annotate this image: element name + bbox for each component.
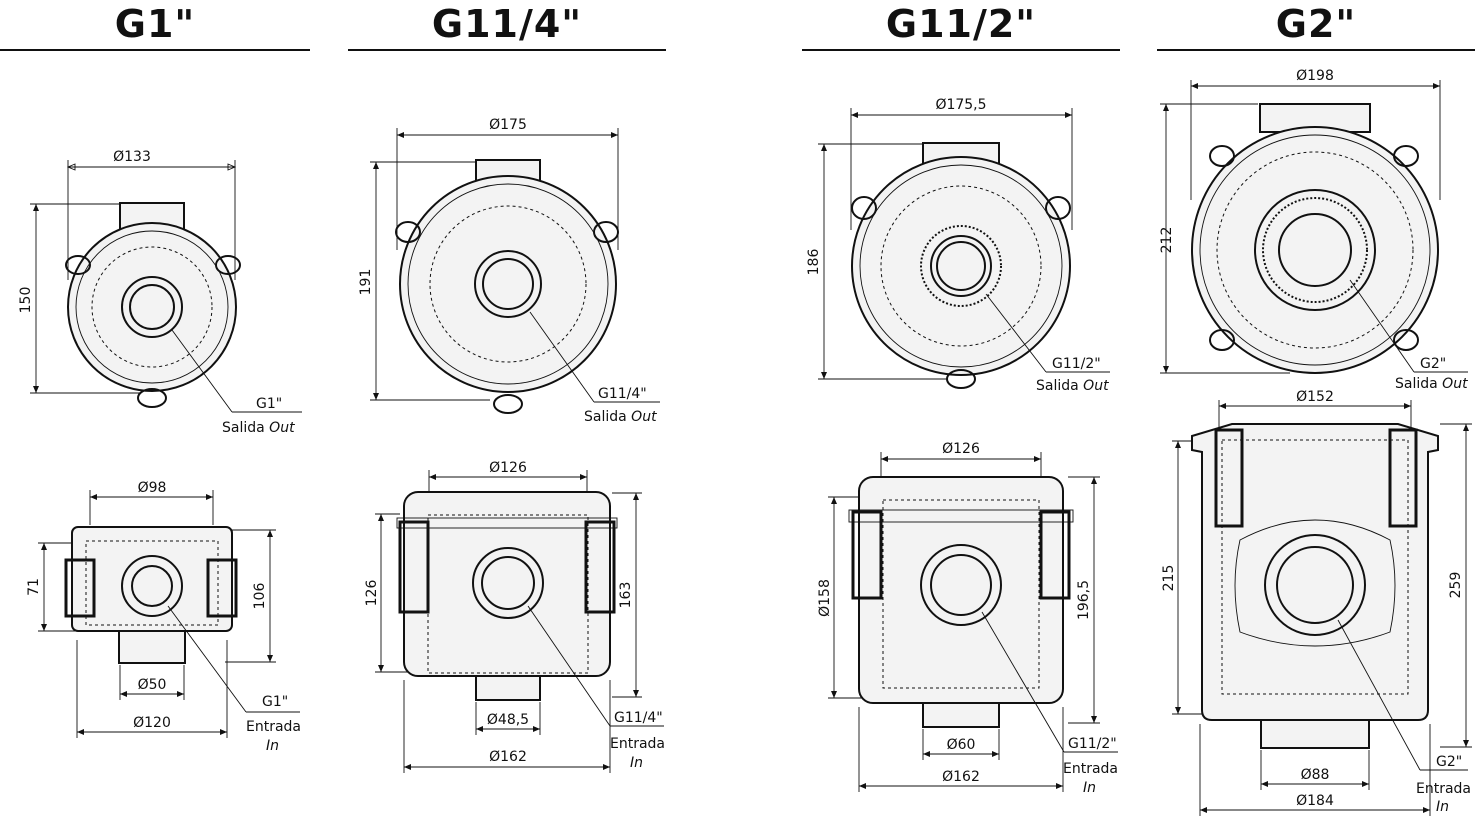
model-title: G11/2" [885,2,1037,46]
dim-diameter: Ø133 [113,149,151,165]
dim-outlet-diameter: Ø50 [138,677,167,693]
dim-right-height: 106 [252,583,268,610]
port-role: Salida Out [222,420,295,436]
model-title: G11/4" [431,2,583,46]
dim-height: 150 [18,287,34,314]
title-underline [1157,49,1475,51]
title-underline [0,49,310,51]
dim-left-height: 71 [26,578,42,596]
port-role-en: In [266,738,279,754]
model-g1-1-2: G11/2" [802,0,1122,828]
dim-base-diameter: Ø120 [133,715,171,731]
model-title: G2" [1275,2,1357,46]
port-size: G1" [256,396,282,412]
model-title: G1" [114,2,196,46]
port-size: G1" [262,694,288,710]
port-role: Entrada [246,719,301,735]
model-g1: G1" [0,0,330,828]
model-g1-1-4: G11/4" [348,0,668,828]
title-underline [348,49,666,51]
g1-top-view: Ø133 150 G1" Salida Out [18,149,302,436]
g1-front-view: Ø98 71 106 Ø50 Ø120 G1" Entrada In [26,480,301,754]
dim-top-diameter: Ø98 [138,480,167,496]
title-underline [802,49,1120,51]
model-g2: G2" [1157,0,1475,828]
